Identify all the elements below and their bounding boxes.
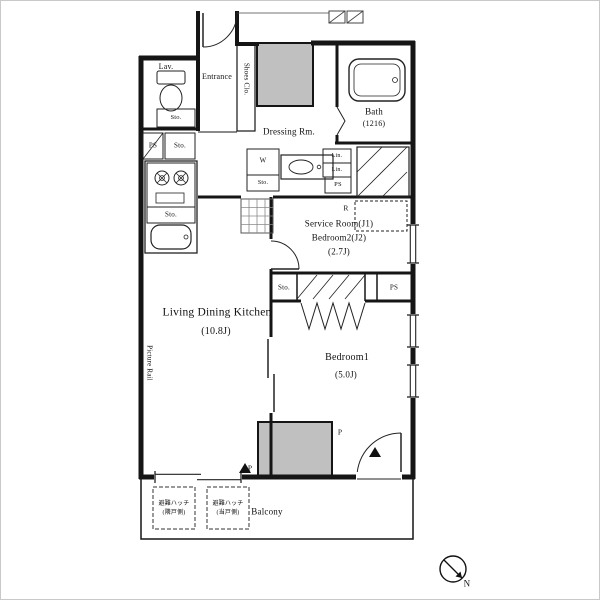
hatch1-sub-label: (隣戸側) — [162, 510, 186, 516]
room-label-bath: Bath — [365, 106, 383, 117]
room-label-bedroom1: Bedroom1 — [325, 352, 369, 363]
linen-boxes — [322, 148, 352, 194]
kitchen-sink-icon — [150, 224, 192, 250]
window-symbols — [154, 224, 419, 483]
room-label-lav: Lav. — [158, 62, 174, 71]
room-size-bath: (1216) — [362, 119, 386, 128]
pillar-label-1: P — [337, 427, 343, 437]
picture-rail-label: Picture Rail — [145, 345, 154, 381]
sto-label-closet: Sto. — [278, 283, 290, 292]
pillar-blocks — [256, 42, 333, 479]
sto-label-1: Sto. — [174, 141, 186, 150]
north-label: N — [463, 578, 471, 589]
room-label-dressing: Dressing Rm. — [263, 126, 315, 137]
ps-label-3: PS — [389, 283, 399, 292]
hatch2-label: 避難ハッチ — [212, 501, 244, 507]
lin-label-2: Lin. — [331, 167, 343, 173]
sto-label-washer: Sto. — [257, 180, 269, 186]
meter-box-icon — [237, 10, 364, 24]
closet-hatch-lines — [296, 274, 366, 300]
sto-label-kitchen: Sto. — [165, 210, 177, 219]
refrigerator-label: R — [343, 203, 349, 213]
room-size-ldk: (10.8J) — [201, 326, 231, 337]
pipe-space-box — [142, 132, 196, 160]
room-size-service-room: (2.7J) — [328, 246, 350, 257]
stove-burner-icon — [154, 170, 189, 186]
room-label-balcony: Balcony — [251, 506, 283, 517]
tile-grid-icon — [240, 198, 274, 234]
room-label-service-room: Service Room(J1) — [304, 218, 374, 229]
refrigerator-space-icon — [354, 200, 408, 232]
balcony-outline — [140, 479, 414, 540]
ps-label-2: PS — [334, 180, 342, 188]
interior-walls — [141, 13, 413, 477]
lin-label-1: Lin. — [331, 153, 343, 159]
toilet-icon — [156, 70, 196, 128]
washer-pan-icon — [246, 148, 280, 192]
bathtub-icon — [348, 58, 406, 102]
room-label-bedroom2: Bedroom2(J2) — [311, 232, 367, 243]
hatch2-sub-label: (当戸側) — [216, 510, 240, 516]
room-label-ldk: Living Dining Kitchen — [162, 306, 272, 319]
hatch1-label: 避難ハッチ — [158, 501, 190, 507]
room-label-shoes-closet: Shoes Clo. — [242, 62, 251, 96]
direction-marker-icon — [239, 447, 381, 473]
vanity-sink-icon — [280, 154, 334, 180]
pillar-label-2: P — [247, 463, 253, 473]
ps-label-1: PS — [148, 141, 158, 150]
sto-label-lav: Sto. — [170, 113, 182, 121]
door-symbols — [202, 12, 402, 478]
hatched-closet-icon — [356, 146, 410, 198]
washer-label: W — [259, 156, 267, 165]
room-label-entrance: Entrance — [201, 72, 233, 81]
north-compass-icon — [439, 555, 467, 583]
kitchen-counter-icon — [144, 160, 198, 254]
room-size-bedroom1: (5.0J) — [335, 369, 357, 380]
